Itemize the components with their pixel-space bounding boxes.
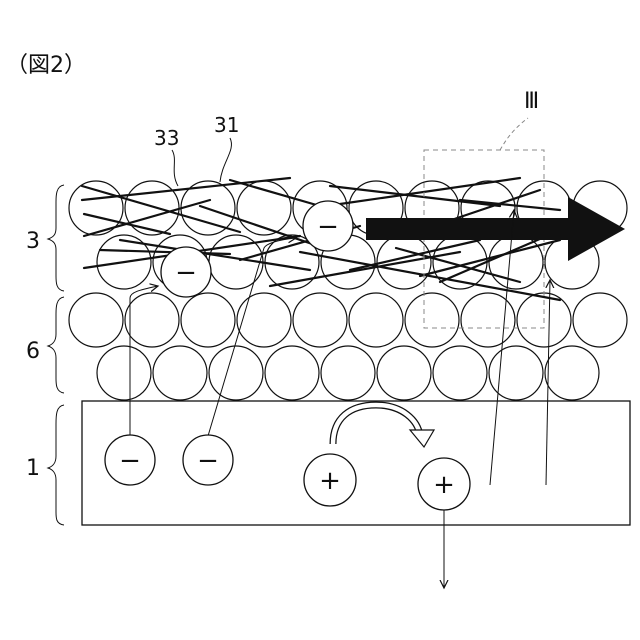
base-layer-rect — [82, 401, 630, 525]
particle-6-top — [125, 293, 179, 347]
charge-negative-2: − — [303, 201, 353, 251]
particle-6-top — [405, 293, 459, 347]
layer-brackets — [48, 185, 64, 525]
ref-leader-31 — [220, 138, 231, 182]
particle-6-bottom — [153, 346, 207, 400]
particle-6-bottom — [265, 346, 319, 400]
detail-label-iii: Ⅲ — [524, 89, 539, 114]
charge-positive-1: + — [304, 454, 356, 506]
particle-6-bottom — [209, 346, 263, 400]
particle-6-bottom — [545, 346, 599, 400]
particle-6-top — [237, 293, 291, 347]
particle-6-bottom — [321, 346, 375, 400]
charge-negative-1-sign: − — [175, 258, 197, 288]
particle-layer-6 — [69, 293, 627, 400]
charge-negative-1: − — [161, 247, 211, 297]
figure-label: （図2） — [6, 53, 86, 78]
particle-6-bottom — [433, 346, 487, 400]
particle-6-bottom — [377, 346, 431, 400]
particle-6-bottom — [97, 346, 151, 400]
particle-6-top — [181, 293, 235, 347]
particle-3-top — [125, 181, 179, 235]
charge-positive-2: + — [418, 458, 470, 510]
ref-label-33: 33 — [154, 126, 179, 150]
ref-label-31: 31 — [214, 113, 239, 137]
charge-negative-4: − — [183, 435, 233, 485]
particle-6-bottom — [489, 346, 543, 400]
charge-negative-4-sign: − — [197, 446, 219, 476]
particle-6-top — [349, 293, 403, 347]
charge-positive-2-sign: + — [433, 470, 455, 500]
charge-positive-1-sign: + — [319, 466, 341, 496]
ref-leader-33 — [172, 150, 178, 186]
particle-6-top — [69, 293, 123, 347]
layer-label-3: 3 — [26, 229, 40, 254]
charge-negative-3-sign: − — [119, 446, 141, 476]
layer-label-1: 1 — [26, 456, 40, 481]
detail-box-leader — [500, 118, 528, 150]
particle-6-top — [293, 293, 347, 347]
charge-negative-2-sign: − — [317, 212, 339, 242]
particle-6-top — [573, 293, 627, 347]
layer-label-6: 6 — [26, 339, 40, 364]
particle-6-top — [461, 293, 515, 347]
charge-negative-3: − — [105, 435, 155, 485]
